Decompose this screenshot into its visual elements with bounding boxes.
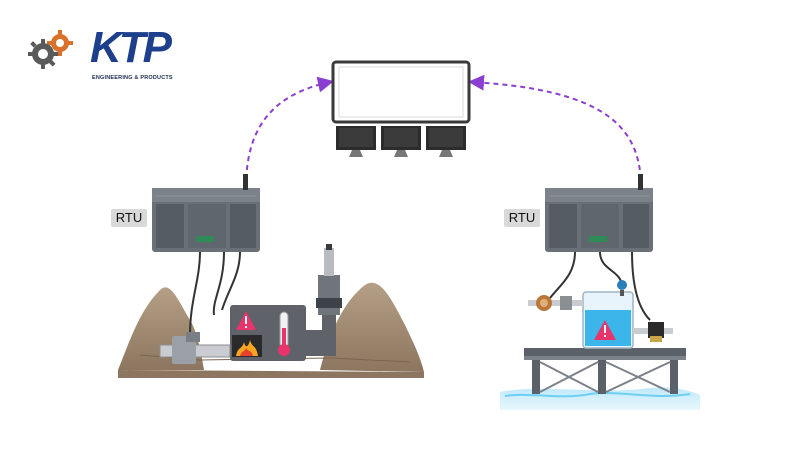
company-logo-text: KTP <box>90 23 172 72</box>
gear-logo-icon <box>28 30 73 69</box>
comm-link-right <box>468 74 642 189</box>
rtu-left-device <box>152 174 260 252</box>
water-body <box>500 387 700 410</box>
rtu-label-right: RTU <box>504 209 540 227</box>
rtu-label-left: RTU <box>111 209 147 227</box>
outlet-valve <box>633 322 673 342</box>
comm-link-left <box>245 76 334 189</box>
warning-triangle-icon <box>236 311 256 330</box>
company-tagline: ENGINEERING & PRODUCTS <box>92 75 173 81</box>
transmitter <box>316 244 342 335</box>
video-wall-icon <box>331 60 471 124</box>
warning-triangle-icon-right <box>594 320 616 340</box>
monitor-icon <box>336 126 466 157</box>
inlet-valve <box>528 295 583 311</box>
thermometer-icon <box>278 311 290 356</box>
rtu-right-device <box>545 174 653 252</box>
offshore-platform <box>524 348 686 394</box>
